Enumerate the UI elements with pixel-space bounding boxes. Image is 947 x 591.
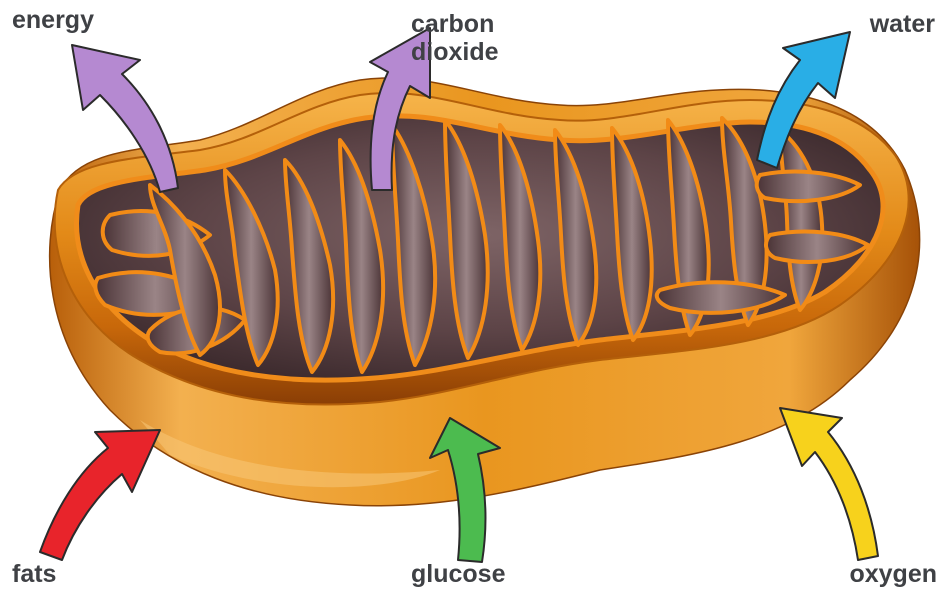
glucose-label: glucose <box>411 560 505 588</box>
carbon-dioxide-label-line2: dioxide <box>411 38 499 66</box>
carbon-dioxide-label: carbon dioxide <box>411 10 499 66</box>
fats-label: fats <box>12 560 56 588</box>
oxygen-label: oxygen <box>849 560 937 588</box>
energy-label: energy <box>12 6 94 34</box>
water-label: water <box>870 10 935 38</box>
oxygen-arrow <box>780 408 878 560</box>
carbon-dioxide-label-line1: carbon <box>411 10 499 38</box>
fats-arrow <box>40 430 160 560</box>
